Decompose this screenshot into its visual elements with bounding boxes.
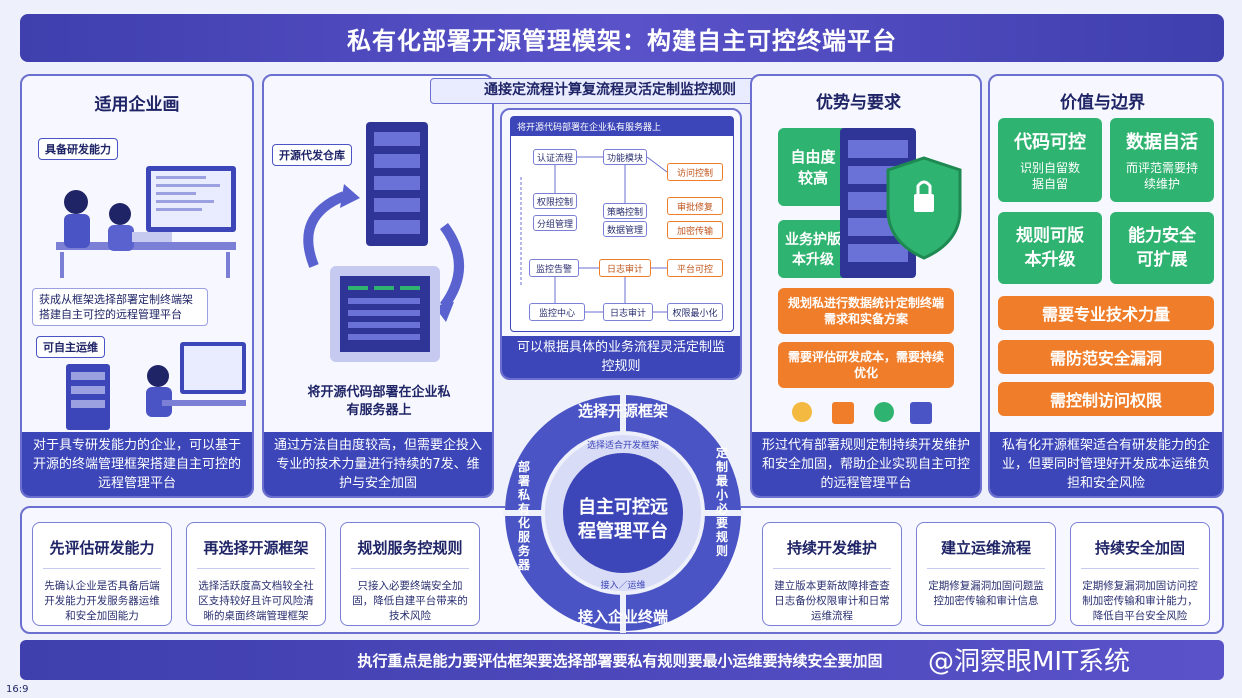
step-title: 持续安全加固 xyxy=(1094,539,1185,557)
step-card: 再选择开源框架 选择活跃度高文档较全社区支持较好且许可风险清晰的桌面终端管理框架 xyxy=(186,522,326,626)
panel-footer: 形过代有部署规则定制持续开发维护和安全加固，帮助企业实现自主可控的远程管理平台 xyxy=(752,432,980,496)
panel-footer: 可以根据具体的业务流程灵活定制监控规则 xyxy=(502,336,740,378)
panel-value-boundary: 价值与边界 代码可控 识别自留数据自留 数据自活 而评范需要持续维护 规则可版本… xyxy=(988,74,1224,498)
developers-illustration xyxy=(56,166,236,278)
step-card: 规划服务控规则 只接入必要终端安全加固，降低自建平台带来的技术风险 xyxy=(340,522,480,626)
panel-footer: 私有化开源框架适合有研发能力的企业，但要同时管理好开发成本运维负担和安全风险 xyxy=(990,432,1222,496)
step-card: 持续安全加固 定期修复漏洞加固访问控制加密传输和审计能力，降低自平台安全风险 xyxy=(1070,522,1210,626)
step-title: 建立运维流程 xyxy=(940,539,1031,557)
panel-title: 优势与要求 xyxy=(816,93,901,113)
requirement-card: 规划私进行数据统计定制终端需求和实备方案 xyxy=(778,288,954,334)
step-title: 规划服务控规则 xyxy=(357,539,463,557)
bottom-summary-bar xyxy=(20,640,1224,680)
self-ops-tag: 可自主运维 xyxy=(36,336,105,358)
small-icons-row xyxy=(792,402,932,424)
cycle-step-top: 选择开源框架 xyxy=(577,402,668,420)
flow-connectors xyxy=(520,156,668,313)
flow-node: 加密传输 xyxy=(667,221,723,239)
flow-node: 权限控制 xyxy=(533,193,577,209)
value-card-title: 代码可控 xyxy=(1014,132,1086,153)
value-card: 代码可控 识别自留数据自留 xyxy=(998,118,1102,202)
rule-header: 通接定流程计算复流程灵活定制监控规则 xyxy=(430,78,790,104)
panel-advantages: 优势与要求 自由度较高 业务护版本升级 规划私进行数据统计定制终端需求和实备方案… xyxy=(750,74,982,498)
cycle-core: 自主可控远程管理平台 xyxy=(578,497,668,542)
flow-node: 访问控制 xyxy=(667,163,723,181)
flow-node: 数据管理 xyxy=(603,221,647,237)
step-card: 建立运维流程 定期修复漏洞加固问题监控加密传输和审计信息 xyxy=(916,522,1056,626)
step-card: 先评估研发能力 先确认企业是否具备后端开发能力开发服务器运维和安全加固能力 xyxy=(32,522,172,626)
step-desc: 建立版本更新故障排查查日志备份权限审计和日常运维流程 xyxy=(774,580,890,622)
cycle-step-bottom: 接入企业终端 xyxy=(577,608,668,626)
value-card: 数据自活 而评范需要持续维护 xyxy=(1110,118,1214,202)
cycle-inner-top: 选择适合开发框架 xyxy=(586,441,659,451)
flow-node: 审批修复 xyxy=(667,197,723,215)
page-title: 私有化部署开源管理模架：构建自主可控终端平台 xyxy=(20,14,1224,62)
advantage-card: 自由度较高 xyxy=(778,128,848,206)
step-title: 先评估研发能力 xyxy=(49,539,155,557)
repo-tag: 开源代发仓库 xyxy=(272,144,352,166)
flow-node: 认证流程 xyxy=(533,149,577,165)
boundary-card: 需防范安全漏洞 xyxy=(998,340,1214,374)
step-desc: 定期修复漏洞加固问题监控加密传输和审计信息 xyxy=(928,580,1044,607)
panel-target-enterprise: 适用企业画 具备研发能力 获成从框架选择部署定制终端架搭建自主可控的远程管理平台… xyxy=(20,74,254,498)
value-card-sub: 而评范需要持续维护 xyxy=(1125,161,1198,191)
deploy-caption: 将开源代码部署在企业私有服务器上 xyxy=(307,385,451,418)
step-desc: 选择活跃度高文档较全社区支持较好且许可风险清晰的桌面终端管理框架 xyxy=(198,580,314,622)
step-desc: 定期修复漏洞加固访问控制加密传输和审计能力，降低自平台安全风险 xyxy=(1082,580,1198,622)
advantage-card: 业务护版本升级 xyxy=(778,220,848,278)
cycle-inner-bottom: 接入／运维 xyxy=(600,581,646,591)
flow-node: 平台可控 xyxy=(667,259,723,277)
step-desc: 只接入必要终端安全加固，降低自建平台带来的技术风险 xyxy=(352,580,468,622)
panel-title: 价值与边界 xyxy=(1060,93,1145,113)
watermark: @洞察眼MIT系统 xyxy=(928,647,1130,677)
cycle-step-left: 部署私有化服务器 xyxy=(517,460,530,572)
rd-capability-tag: 具备研发能力 xyxy=(38,138,118,160)
cycle-step-right: 定制最小必要规则 xyxy=(715,446,728,558)
value-card: 能力安全可扩展 xyxy=(1110,212,1214,284)
aspect-ratio-label: 16:9 xyxy=(6,684,29,695)
flow-node: 分组管理 xyxy=(533,215,577,231)
flow-node: 权限最小化 xyxy=(667,303,723,321)
flow-window-title: 将开源代码部署在企业私有服务器上 xyxy=(511,117,733,136)
step-title: 再选择开源框架 xyxy=(203,539,309,557)
value-card-title: 数据自活 xyxy=(1126,132,1198,153)
panel-footer: 对于具专研发能力的企业，可以基于开源的终端管理框架搭建自主可控的远程管理平台 xyxy=(22,432,252,496)
panel-footer: 通过方法自由度较高，但需要企投入专业的技术力量进行持续的7发、维护与安全加固 xyxy=(264,432,492,496)
value-card-sub: 识别自留数据自留 xyxy=(1019,161,1080,191)
cycle-ring xyxy=(503,393,743,633)
flow-node: 日志审计 xyxy=(599,259,651,277)
flow-window: 将开源代码部署在企业私有服务器上 认证流程 功能模块 访问控制 权限控制 分组管… xyxy=(510,116,734,332)
deploy-note: 获成从框架选择部署定制终端架搭建自主可控的远程管理平台 xyxy=(32,288,208,326)
flow-node: 监控告警 xyxy=(529,259,579,277)
step-card: 持续开发维护 建立版本更新故障排查查日志备份权限审计和日常运维流程 xyxy=(762,522,902,626)
flow-node: 日志审计 xyxy=(603,303,653,321)
flow-node: 功能模块 xyxy=(603,149,647,165)
shield-server-icon xyxy=(840,128,962,278)
operator-illustration xyxy=(66,342,246,430)
requirement-card: 需要评估研发成本，需要持续优化 xyxy=(778,342,954,388)
bottom-summary: 执行重点是能力要评估框架要选择部署要私有规则要最小运维要持续安全要加固 xyxy=(357,652,883,670)
value-card: 规则可版本升级 xyxy=(998,212,1102,284)
boundary-card: 需控制访问权限 xyxy=(998,382,1214,416)
server-cycle-illustration xyxy=(303,122,464,362)
flow-node: 监控中心 xyxy=(529,303,585,321)
boundary-card: 需要专业技术力量 xyxy=(998,296,1214,330)
panel-title: 适用企业画 xyxy=(94,95,180,115)
panel-flow-rules: 将开源代码部署在企业私有服务器上 认证流程 功能模块 访问控制 权限控制 分组管… xyxy=(500,108,742,380)
panel-open-source-deploy: 开源代发仓库 将开源代码部署在企业私有服务器上 通过方法自由度较高，但需要企投入… xyxy=(262,74,494,498)
step-desc: 先确认企业是否具备后端开发能力开发服务器运维和安全加固能力 xyxy=(44,580,160,622)
step-title: 持续开发维护 xyxy=(786,539,877,557)
flow-node: 策略控制 xyxy=(603,203,647,219)
